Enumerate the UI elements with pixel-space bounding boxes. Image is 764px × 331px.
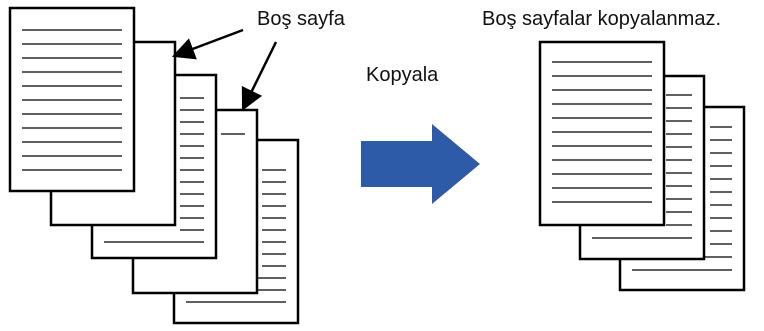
blank-page-pointers bbox=[171, 28, 278, 112]
copy-label: Kopyala bbox=[366, 64, 439, 86]
pointer-arrow-2 bbox=[241, 41, 278, 112]
original-document-stack bbox=[8, 6, 300, 325]
blank-page-label: Boş sayfa bbox=[257, 8, 345, 30]
copied-page-1 bbox=[538, 40, 666, 227]
copied-document-stack bbox=[538, 40, 746, 292]
copy-direction-arrow bbox=[361, 124, 480, 204]
pointer-arrow-1 bbox=[171, 28, 244, 60]
original-page-1 bbox=[8, 6, 136, 193]
result-caption: Boş sayfalar kopyalanmaz. bbox=[482, 8, 722, 30]
